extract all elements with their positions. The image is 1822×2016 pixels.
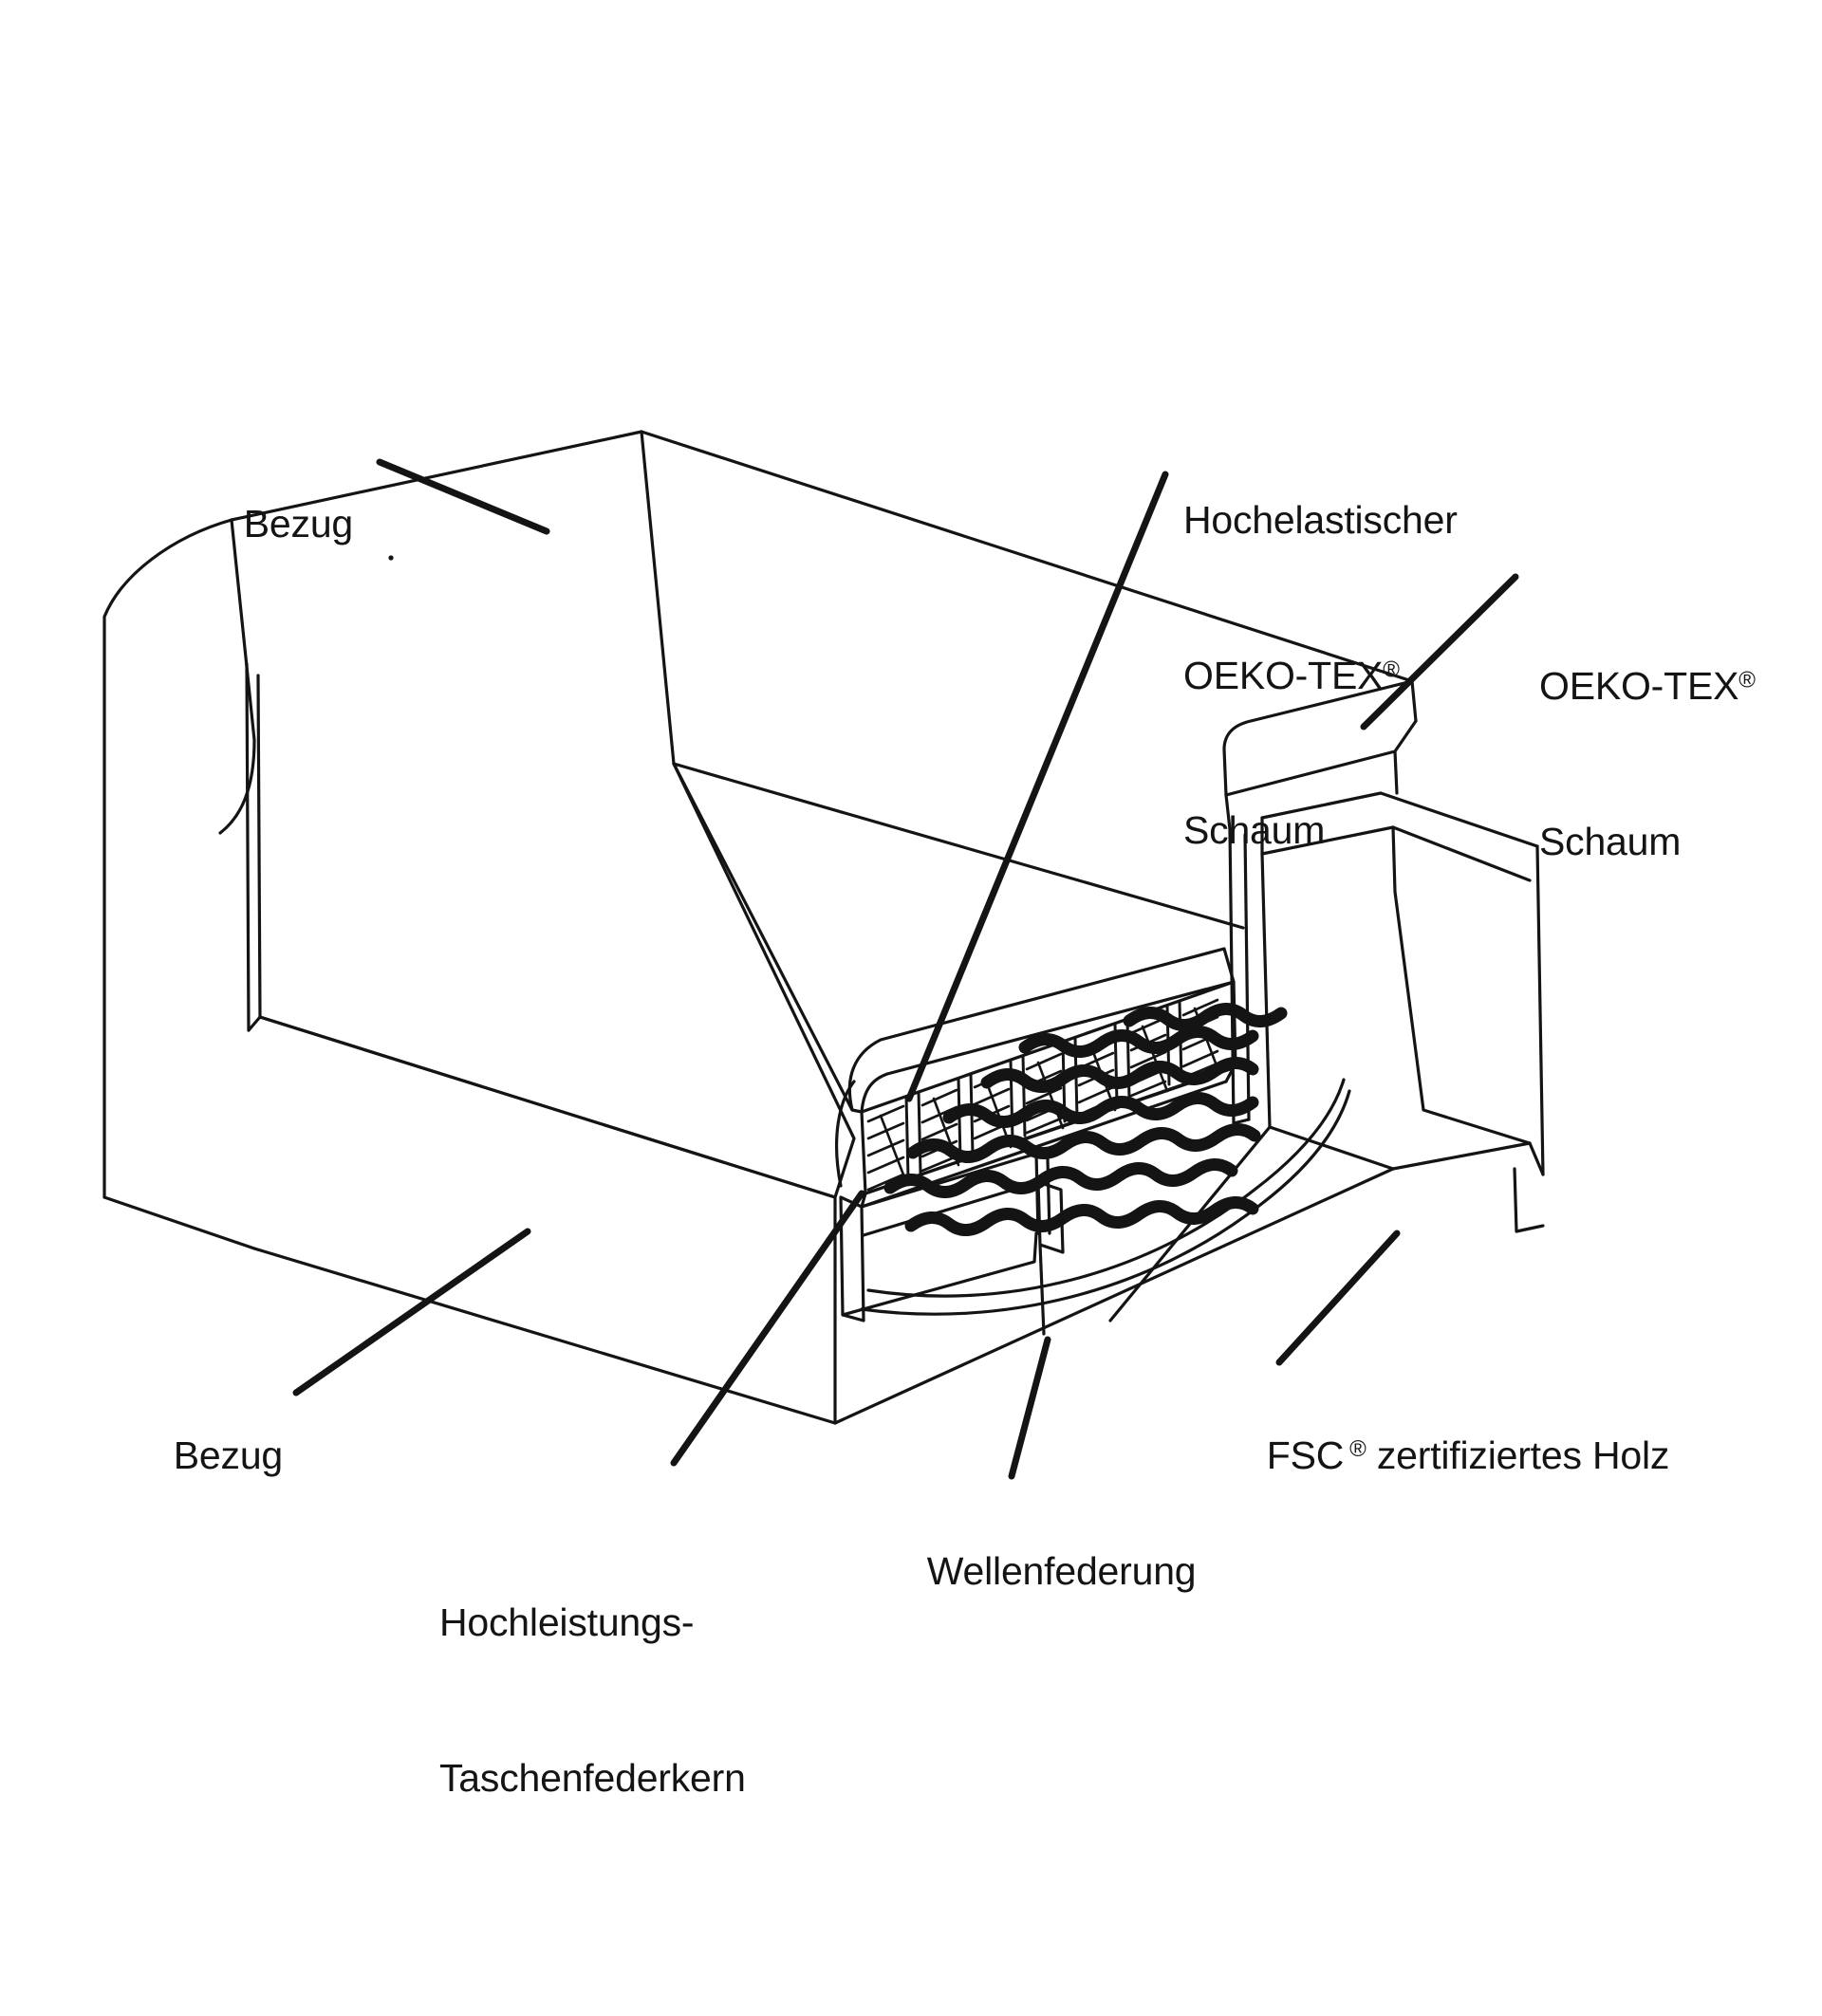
callout-fsc-suffix: zertifiziertes Holz (1366, 1433, 1670, 1477)
seat-plane-right-edge (672, 762, 854, 1112)
base-platform-rail-left (860, 1192, 867, 1209)
backrest-left-fold (640, 430, 676, 766)
leader-lines (292, 458, 1519, 1480)
right-side-block-front-slope (1391, 825, 1532, 1145)
sinuous-springs-group (883, 1003, 1288, 1236)
leader-wellenfederung (1008, 1336, 1051, 1480)
callout-hochelastischer-line1: Hochelastischer (1183, 498, 1458, 543)
callout-oekotex-schaum: OEKO-TEX® Schaum (1539, 557, 1756, 971)
callout-oekotex-line2: Schaum (1539, 819, 1682, 863)
callout-bezug-top-text: Bezug (243, 501, 354, 546)
callout-fsc-prefix: FSC (1266, 1433, 1345, 1477)
right-side-block-bottom (1391, 1141, 1532, 1171)
registered-trademark-icon: ® (1383, 657, 1400, 683)
wood-frame-curved-rim-inner (866, 1078, 1346, 1298)
leader-bezug-top (376, 458, 550, 535)
front-apron-lower (252, 1247, 837, 1425)
leader-bezug-bottom (292, 1228, 531, 1396)
backrest-seam-dot (388, 555, 394, 561)
callout-hochelastischer-line2: OEKO-TEX® (1183, 650, 1458, 702)
leader-taschenfederkern (670, 1190, 865, 1467)
base-platform-rail-right (1224, 1065, 1236, 1083)
left-arm-inner-vertical (245, 662, 251, 1032)
callout-bezug-top: Bezug (201, 446, 353, 601)
backrest-right-corner (1410, 679, 1418, 723)
leader-oekotex (1360, 573, 1519, 731)
spring-core-top-rail (847, 947, 1236, 1114)
callout-oekotex-line1: OEKO-TEX® (1539, 660, 1756, 712)
seat-front-foam-strip (835, 1080, 856, 1188)
registered-trademark-icon: ® (1349, 1436, 1366, 1463)
right-side-block-top (1260, 791, 1539, 848)
front-wood-block-top (860, 1152, 1038, 1209)
armrest-foam-bottom (1224, 793, 1232, 831)
right-side-block-inner-joint (1232, 1118, 1251, 1125)
right-side-block-lower-rail (1528, 1141, 1545, 1176)
left-arm-inner-joint (247, 1015, 262, 1032)
front-wood-block-leg (1038, 1243, 1046, 1336)
right-side-block-foot-notch (1513, 1167, 1545, 1233)
armrest-foam-right-edge (1393, 749, 1399, 795)
leader-fsc (1275, 1230, 1401, 1366)
callout-bezug-bottom-text: Bezug (173, 1433, 284, 1477)
right-side-block-right-edge (1535, 844, 1545, 1176)
callout-wellenfederung: Wellenfederung (884, 1493, 1197, 1649)
right-side-block-left-face (1260, 816, 1395, 1171)
callout-wellenfederung-text: Wellenfederung (926, 1548, 1197, 1593)
callout-bezug-bottom: Bezug (131, 1378, 283, 1533)
callout-taschenfederkern-line1: Hochleistungs- (439, 1600, 695, 1645)
seat-surface-outline (258, 762, 856, 1199)
callout-taschenfederkern-line2: Taschenfederkern (439, 1755, 746, 1800)
leader-hochelastischer (905, 471, 1169, 1102)
callout-hochelastischer-schaum: Hochelastischer OEKO-TEX® Schaum (1183, 391, 1458, 960)
armrest-foam-top (1222, 679, 1414, 797)
callout-fsc-holz: FSC® zertifiziertes Holz (1224, 1378, 1670, 1533)
callout-oekotex-line1-text: OEKO-TEX (1539, 664, 1739, 709)
registered-trademark-icon: ® (1738, 667, 1756, 694)
left-arm-top-plate (102, 518, 233, 1199)
callout-taschenfederkern: Hochleistungs- Taschenfederkern (439, 1493, 746, 1907)
left-arm-inner-vertical-2 (256, 674, 262, 1019)
base-bottom-left-edge (833, 1167, 1395, 1425)
callout-hochelastischer-line3: Schaum (1183, 808, 1326, 853)
wood-frame-curved-rim (860, 1089, 1351, 1316)
backrest-inner-bottom (672, 762, 1245, 930)
front-wood-block-face (841, 1231, 1038, 1317)
left-arm-outer-silhouette (102, 1195, 256, 1250)
base-platform-top (864, 1065, 1236, 1195)
callout-hochelastischer-line2-text: OEKO-TEX (1183, 653, 1384, 697)
